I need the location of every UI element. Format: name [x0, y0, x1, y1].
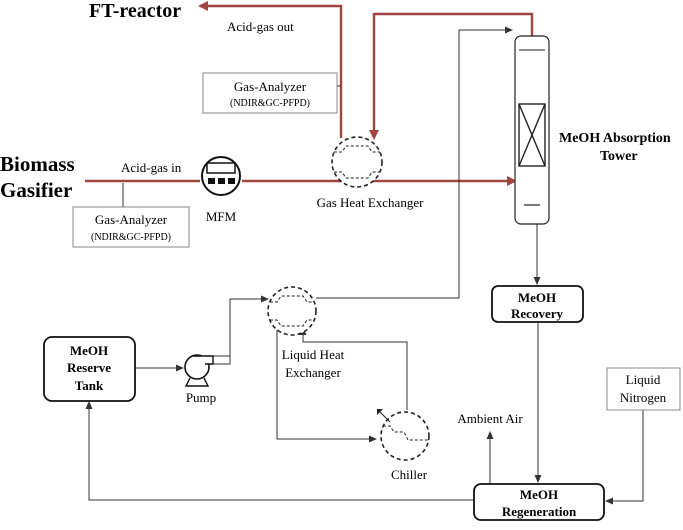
gas-analyzer-top-title: Gas-Analyzer	[234, 79, 307, 94]
chiller-to-liquid-hx-line	[299, 327, 408, 410]
liquid-hx-to-chiller-line	[276, 311, 377, 443]
gas-heat-exchanger-label: Gas Heat Exchanger	[317, 195, 425, 210]
absorption-tower-label-2: Tower	[600, 149, 638, 164]
gas-analyzer-bottom: Gas-Analyzer (NDIR&GC-PFPD)	[72, 206, 190, 248]
nitrogen-to-regeneration-line	[605, 410, 644, 505]
acid-gas-out-line	[198, 1, 343, 138]
acid-gas-out-label: Acid-gas out	[227, 19, 294, 34]
liquid-heat-exchanger-label-1: Liquid Heat	[282, 347, 345, 362]
regeneration-label-2: Regeneration	[502, 504, 577, 519]
chiller-label: Chiller	[391, 467, 428, 482]
chiller-icon	[376, 408, 430, 461]
regeneration-to-reserve-line	[85, 401, 474, 501]
liquid-heat-exchanger	[267, 286, 317, 336]
absorption-tower	[514, 35, 550, 225]
gas-analyzer-bottom-sub: (NDIR&GC-PFPD)	[91, 232, 171, 243]
pump-icon	[184, 354, 214, 387]
gasifier-label: Gasifier	[0, 178, 72, 202]
pump-to-liquid-hx-line	[213, 295, 269, 357]
gas-analyzer-top: Gas-Analyzer (NDIR&GC-PFPD)	[202, 72, 338, 114]
reserve-tank-label-3: Tank	[75, 378, 104, 393]
liquid-heat-exchanger-label-2: Exchanger	[285, 365, 341, 380]
gas-heat-exchanger	[331, 136, 383, 188]
meoh-regeneration-box: MeOH Regeneration	[473, 483, 605, 521]
gas-analyzer-bottom-title: Gas-Analyzer	[95, 212, 168, 227]
liquid-hx-to-tower-line	[316, 26, 513, 299]
pump-branch-line	[213, 349, 231, 365]
regeneration-label-1: MeOH	[520, 487, 558, 502]
tower-outlet-line	[369, 12, 534, 140]
liquid-nitrogen-box: Liquid Nitrogen	[606, 367, 681, 411]
liquid-nitrogen-label-1: Liquid	[626, 372, 661, 387]
meoh-recovery-label-1: MeOH	[518, 290, 556, 305]
mfm-label: MFM	[206, 209, 237, 224]
meoh-recovery-label-2: Recovery	[511, 306, 563, 321]
meoh-recovery-box: MeOH Recovery	[491, 285, 584, 323]
gas-analyzer-top-sub: (NDIR&GC-PFPD)	[230, 98, 310, 109]
acid-gas-in-label: Acid-gas in	[121, 160, 182, 175]
absorption-tower-label-1: MeOH Absorption	[559, 131, 671, 146]
liquid-nitrogen-label-2: Nitrogen	[620, 390, 667, 405]
biomass-label: Biomass	[0, 152, 75, 176]
ambient-air-label: Ambient Air	[457, 411, 523, 426]
mfm-meter	[201, 156, 241, 196]
gas-lines	[85, 1, 534, 186]
ft-reactor-label: FT-reactor	[89, 0, 181, 22]
meoh-reserve-tank: MeOH Reserve Tank	[43, 336, 136, 402]
pump-label: Pump	[186, 390, 216, 405]
reserve-tank-label-1: MeOH	[70, 343, 108, 358]
liquid-lines	[85, 26, 644, 505]
reserve-tank-label-2: Reserve	[67, 360, 111, 375]
